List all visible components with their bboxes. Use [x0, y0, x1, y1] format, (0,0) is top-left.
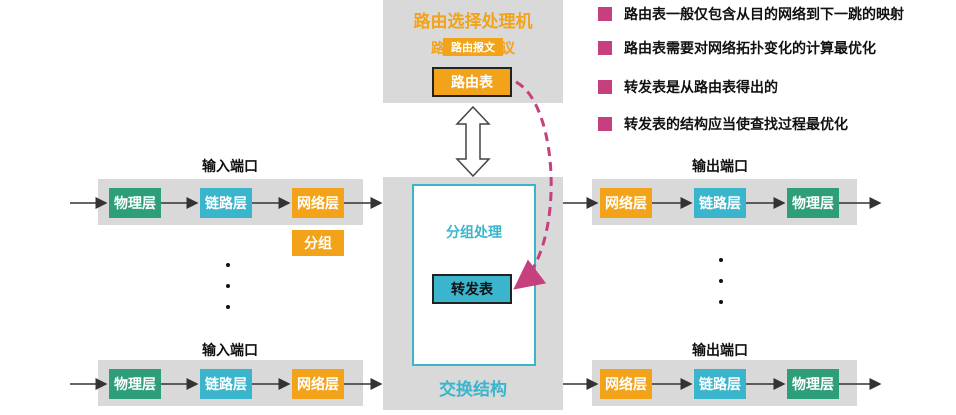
legend-item: 路由表一般仅包含从目的网络到下一跳的映射 [598, 4, 904, 24]
output-port-title-top: 输出端口 [692, 159, 748, 175]
output-ellipsis-dot [719, 300, 723, 304]
legend-text: 路由表一般仅包含从目的网络到下一跳的映射 [624, 7, 904, 23]
legend-item: 路由表需要对网络拓扑变化的计算最优化 [598, 38, 876, 58]
input-link-layer-top[interactable]: 链路层 [200, 188, 252, 218]
packet-label: 分组 [292, 230, 344, 256]
legend-square-icon [598, 80, 612, 94]
routing-processor-title: 路由选择处理机 [413, 12, 533, 32]
input-ellipsis-dot [226, 305, 230, 309]
input-link-layer-bottom[interactable]: 链路层 [200, 369, 252, 399]
legend-square-icon [598, 117, 612, 131]
output-network-layer-top[interactable]: 网络层 [600, 188, 652, 218]
dashed-curve-arrow [513, 80, 553, 290]
legend-item: 转发表的结构应当使查找过程最优化 [598, 114, 848, 134]
input-network-layer-bottom[interactable]: 网络层 [292, 369, 344, 399]
switch-fabric-label: 交换结构 [439, 380, 507, 400]
routing-message-tag: 路由报文 [443, 38, 503, 56]
output-link-layer-bottom[interactable]: 链路层 [694, 369, 746, 399]
packet-processing-label: 分组处理 [446, 225, 502, 241]
output-physical-layer-bottom[interactable]: 物理层 [787, 369, 839, 399]
input-port-title-bottom: 输入端口 [202, 343, 258, 359]
output-ellipsis-dot [719, 279, 723, 283]
legend-text: 转发表的结构应当使查找过程最优化 [624, 117, 848, 133]
legend-square-icon [598, 41, 612, 55]
legend-text: 路由表需要对网络拓扑变化的计算最优化 [624, 41, 876, 57]
forwarding-table-box[interactable]: 转发表 [432, 274, 512, 304]
legend-item: 转发表是从路由表得出的 [598, 77, 778, 97]
input-port-title-top: 输入端口 [202, 159, 258, 175]
routing-table-box[interactable]: 路由表 [432, 67, 512, 97]
output-physical-layer-top[interactable]: 物理层 [787, 188, 839, 218]
output-ellipsis-dot [719, 258, 723, 262]
input-network-layer-top[interactable]: 网络层 [292, 188, 344, 218]
input-ellipsis-dot [226, 284, 230, 288]
input-physical-layer-top[interactable]: 物理层 [109, 188, 161, 218]
output-link-layer-top[interactable]: 链路层 [694, 188, 746, 218]
input-ellipsis-dot [226, 263, 230, 267]
legend-square-icon [598, 7, 612, 21]
input-physical-layer-bottom[interactable]: 物理层 [109, 369, 161, 399]
legend-text: 转发表是从路由表得出的 [624, 80, 778, 96]
bidirectional-hollow-arrow [455, 105, 491, 178]
output-network-layer-bottom[interactable]: 网络层 [600, 369, 652, 399]
output-port-title-bottom: 输出端口 [692, 343, 748, 359]
